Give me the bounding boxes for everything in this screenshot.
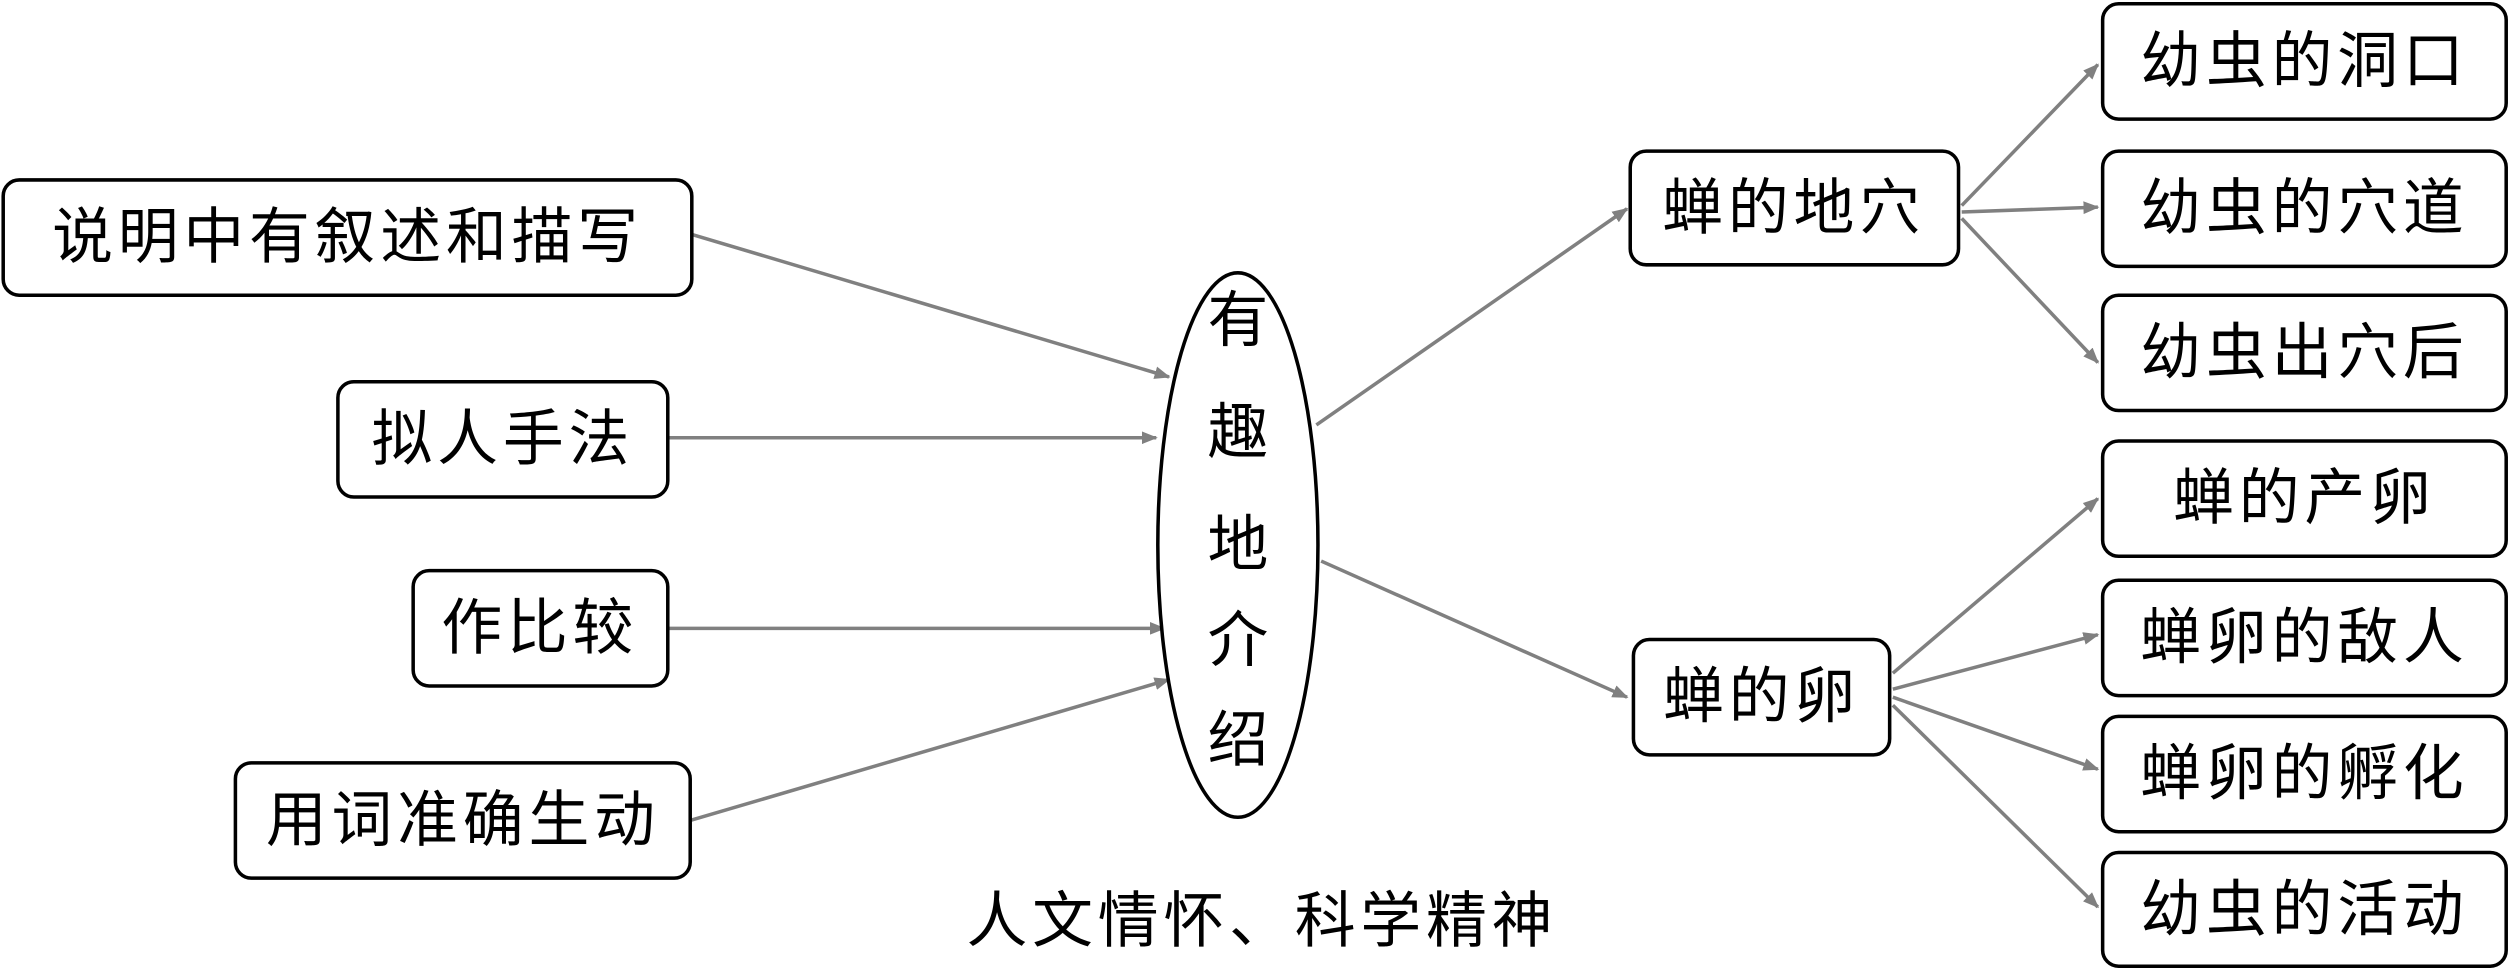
arrow-egg-2 — [1892, 632, 2100, 691]
right-node-label: 幼虫的洞口 — [2140, 26, 2468, 96]
left-node: 作比较 — [411, 568, 670, 688]
arrow-egg-1 — [1891, 497, 2100, 675]
center-node-char: 有 — [1207, 286, 1268, 356]
right-node: 蝉的产卵 — [2100, 439, 2508, 559]
middle-node-label: 蝉的卵 — [1663, 662, 1860, 732]
center-node-char: 地 — [1207, 510, 1268, 580]
left-node: 用词准确生动 — [233, 761, 692, 880]
middle-node-label: 蝉的地穴 — [1662, 174, 1925, 244]
right-node: 蝉卵的敌人 — [2100, 578, 2508, 698]
arrow-center-egg — [1320, 559, 1629, 699]
right-node: 幼虫的洞口 — [2100, 2, 2508, 121]
right-node-label: 幼虫的活动 — [2140, 875, 2468, 945]
right-node: 蝉卵的孵化 — [2100, 714, 2508, 834]
arrow-egg-4 — [1891, 703, 2100, 909]
right-node-label: 幼虫的穴道 — [2140, 174, 2468, 244]
left-node-label: 说明中有叙述和描写 — [52, 203, 643, 273]
arrow-burrow-3 — [1960, 217, 2100, 364]
arrow-egg-3 — [1892, 695, 2100, 771]
right-node: 幼虫的活动 — [2100, 850, 2508, 968]
right-node: 幼虫出穴后 — [2100, 293, 2508, 413]
right-node-label: 幼虫出穴后 — [2140, 318, 2468, 388]
middle-node-burrow: 蝉的地穴 — [1628, 149, 1961, 267]
connectors — [667, 63, 2100, 909]
left-node-label: 拟人手法 — [372, 404, 635, 474]
left-node: 拟人手法 — [336, 379, 670, 499]
right-node: 幼虫的穴道 — [2100, 149, 2508, 269]
right-node-label: 蝉卵的敌人 — [2140, 603, 2468, 673]
arrow-burrow-2 — [1961, 201, 2100, 215]
arrow-left-1 — [691, 232, 1171, 379]
arrow-center-burrow — [1315, 207, 1629, 427]
center-node-char: 绍 — [1207, 705, 1268, 775]
diagram-caption: 人文情怀、科学精神 — [966, 886, 1557, 956]
arrow-burrow-1 — [1960, 63, 2100, 207]
right-node-label: 蝉的产卵 — [2173, 464, 2436, 534]
right-node-label: 蝉卵的孵化 — [2140, 739, 2468, 809]
center-node-char: 趣 — [1207, 398, 1268, 468]
center-node-char: 介 — [1207, 606, 1268, 676]
left-node-label: 用词准确生动 — [266, 785, 660, 855]
center-node: 有 趣 地 介 绍 — [1156, 271, 1320, 820]
arrow-left-4 — [689, 677, 1171, 823]
left-node-label: 作比较 — [441, 593, 638, 663]
middle-node-egg: 蝉的卵 — [1631, 637, 1892, 757]
left-node: 说明中有叙述和描写 — [1, 178, 694, 297]
